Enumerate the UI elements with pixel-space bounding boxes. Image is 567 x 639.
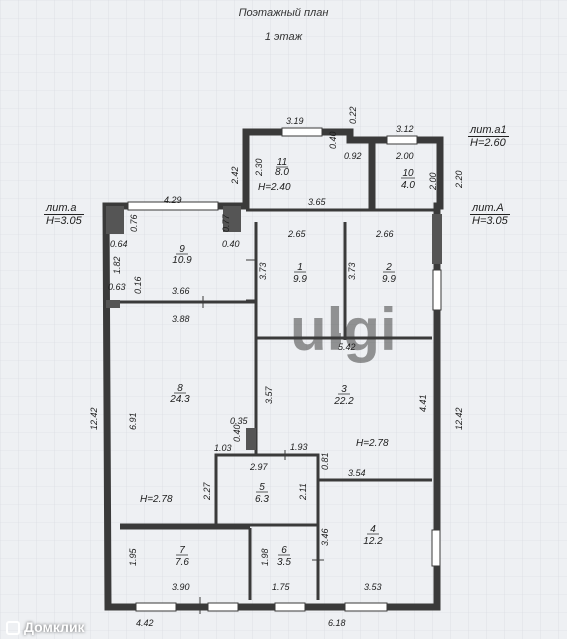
dim: 6.91	[128, 412, 138, 430]
dim: 5.42	[338, 342, 356, 352]
room-6-area: 3.5	[277, 557, 291, 568]
lit-A-label: лит.А Н=3.05	[470, 202, 510, 227]
dim: 2.65	[287, 229, 307, 239]
wall-blocks	[106, 206, 442, 450]
dim: 3.73	[258, 262, 268, 280]
windows	[127, 127, 442, 612]
dim: 0.92	[344, 151, 362, 161]
brand-icon	[6, 621, 20, 635]
dim: 2.00	[428, 172, 438, 191]
dim: 2.00	[395, 151, 414, 161]
dim: 1.82	[112, 256, 122, 274]
room-1-num: 1	[297, 262, 303, 273]
room-6-num: 6	[281, 545, 287, 556]
dim: 0.76	[129, 214, 139, 232]
dim: 1.03	[214, 443, 232, 453]
room-10-area: 4.0	[401, 180, 415, 191]
room-11-num: 11	[277, 157, 287, 168]
room-4-area: 12.2	[363, 536, 383, 547]
dim: 3.90	[172, 582, 190, 592]
dim: 1.95	[128, 547, 138, 566]
dim: 2.20	[454, 170, 464, 189]
dim: 6.18	[328, 618, 346, 628]
room-9-num: 9	[179, 244, 185, 255]
watermark: ulgi	[290, 296, 397, 363]
height-room-3: Н=2.78	[356, 438, 389, 449]
brand-logo: Домклик	[6, 619, 85, 635]
floor-label: 1 этаж	[264, 31, 303, 43]
dim: 3.46	[320, 528, 330, 546]
dim: 0.63	[108, 282, 126, 292]
dim: 3.53	[364, 582, 382, 592]
dim: 2.66	[375, 229, 394, 239]
dim: 3.88	[172, 314, 190, 324]
room-4-num: 4	[370, 524, 376, 535]
dim: 2.27	[202, 481, 212, 501]
dim: 0.22	[348, 106, 358, 124]
inner-walls	[120, 208, 440, 600]
room-2-area: 9.9	[382, 274, 396, 285]
dim: 2.30	[254, 158, 264, 177]
dim: 0.40	[232, 424, 242, 442]
room-3-num: 3	[341, 384, 347, 395]
room-10-num: 10	[402, 168, 414, 179]
dim: 1.75	[272, 582, 291, 592]
dim: 0.77	[221, 213, 231, 232]
height-labels: Н=2.40 Н=2.78 Н=2.78	[140, 182, 389, 505]
room-8-area: 24.3	[169, 394, 190, 405]
dim: 4.41	[418, 394, 428, 412]
dim: 4.42	[136, 618, 154, 628]
height-room-8: Н=2.78	[140, 494, 173, 505]
room-1-area: 9.9	[293, 274, 307, 285]
dim: 1.98	[260, 548, 270, 566]
dim: 2.11	[298, 483, 308, 501]
dim: 3.19	[286, 116, 304, 126]
room-9-area: 10.9	[172, 255, 192, 266]
plan-title: Поэтажный план	[238, 7, 329, 19]
dim: 0.81	[320, 452, 330, 470]
dim: 4.29	[164, 195, 182, 205]
lit-a-name: лит.а	[44, 202, 84, 215]
dim: 2.97	[249, 462, 269, 472]
walls	[102, 128, 444, 611]
room-labels: 11 8.0 10 4.0 9 10.9 1 9.9 2 9.9 8 24.3 …	[169, 157, 415, 568]
dim: 0.16	[133, 276, 143, 294]
lit-a-label: лит.а Н=3.05	[44, 202, 84, 227]
dim: 0.64	[110, 239, 128, 249]
lit-a1-name: лит.а1	[468, 124, 509, 137]
room-number-underlines	[174, 166, 415, 556]
room-2-num: 2	[385, 262, 392, 273]
dim: 1.93	[290, 442, 308, 452]
dim: 3.66	[172, 286, 190, 296]
room-5-num: 5	[259, 482, 265, 493]
room-7-area: 7.6	[175, 557, 189, 568]
doors	[199, 259, 341, 614]
room-7-num: 7	[179, 545, 185, 556]
room-11-area: 8.0	[275, 167, 289, 178]
dim: 3.12	[396, 124, 414, 134]
dim: 0.35	[230, 416, 249, 426]
dim: 12.42	[454, 407, 464, 430]
room-5-area: 6.3	[255, 494, 269, 505]
dim: 2.42	[230, 166, 240, 185]
dim: 0.40	[222, 239, 240, 249]
lit-a1-label: лит.а1 Н=2.60	[468, 124, 509, 149]
dim: 3.57	[264, 385, 274, 404]
room-8-num: 8	[177, 383, 183, 394]
dim: 3.73	[347, 262, 357, 280]
lit-a-height: Н=3.05	[46, 215, 82, 227]
dim: 0.40	[328, 131, 338, 149]
dim: 12.42	[89, 407, 99, 430]
lit-A-height: Н=3.05	[472, 215, 508, 227]
dim: 3.65	[308, 197, 327, 207]
brand-name: Домклик	[24, 619, 85, 635]
room-3-area: 22.2	[333, 396, 354, 407]
dim: 3.54	[348, 468, 366, 478]
lit-a1-height: Н=2.60	[470, 137, 506, 149]
height-room-11: Н=2.40	[258, 182, 291, 193]
dimension-labels: 3.19 0.22 3.12 0.40 0.92 2.00 2.42 2.30 …	[89, 106, 464, 628]
lit-A-name: лит.А	[470, 202, 510, 215]
